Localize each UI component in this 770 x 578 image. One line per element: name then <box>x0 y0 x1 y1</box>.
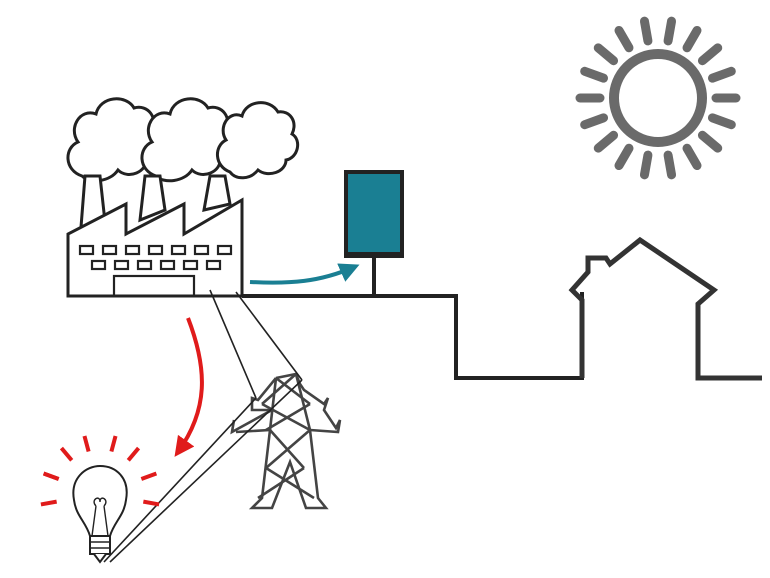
sun-ray <box>682 25 702 53</box>
bulb-ray <box>142 499 160 507</box>
bulb-ray <box>126 446 141 462</box>
bulb-ray <box>40 499 58 507</box>
bulb-ray <box>109 435 118 453</box>
sun-ray <box>708 66 736 83</box>
sun-ray <box>639 16 653 46</box>
light-bulb-icon <box>40 435 160 564</box>
sun-ray <box>682 143 702 171</box>
sun-ray <box>697 130 723 153</box>
sun-ray <box>614 143 634 171</box>
sun-ray <box>663 16 677 46</box>
bulb-ray <box>59 446 74 462</box>
sun-ray <box>614 25 634 53</box>
sun-ray <box>580 113 608 130</box>
red-flow-arrow <box>174 317 204 457</box>
sun-ray <box>663 150 677 180</box>
bulb-ray <box>140 471 158 481</box>
smoke-cloud-icon <box>66 97 161 183</box>
bulb-ray <box>42 471 60 481</box>
bulb-ray <box>82 435 91 453</box>
storage-box-icon <box>344 170 404 296</box>
smoke-cloud-icon <box>140 97 235 183</box>
sun-ray <box>708 113 736 130</box>
sun-ray <box>639 150 653 180</box>
sun-ray <box>697 43 723 66</box>
transmission-tower-icon <box>230 372 342 510</box>
wires <box>103 289 303 563</box>
sun-icon <box>575 16 741 180</box>
house-icon <box>568 236 762 381</box>
sun-ray <box>593 130 619 153</box>
factory-icon <box>66 174 244 298</box>
teal-flow-arrow <box>249 263 360 285</box>
smoke-cloud-icon <box>216 101 300 180</box>
sun-ray <box>580 66 608 83</box>
sun-ray <box>593 43 619 66</box>
power-line <box>242 292 584 380</box>
